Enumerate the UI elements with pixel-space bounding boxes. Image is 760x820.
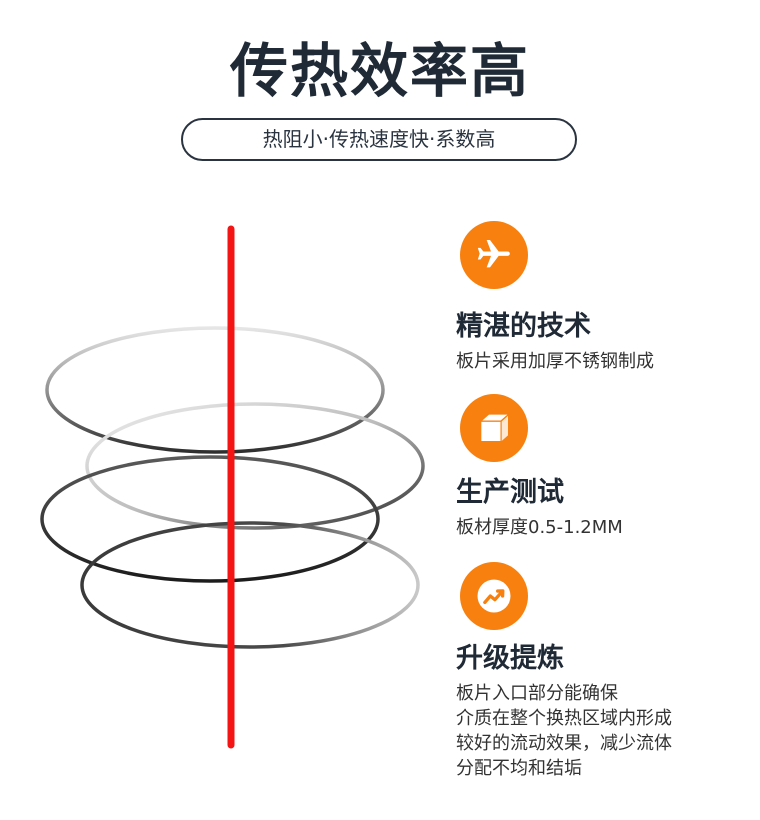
feature-desc-testing: 板材厚度0.5-1.2MM [456,517,623,538]
trend-chart-icon [460,562,528,630]
feature-title-testing: 生产测试 [456,477,564,508]
ring-4 [80,521,420,649]
page-title: 传热效率高 [229,37,530,105]
feature-title-technique: 精湛的技术 [456,311,591,342]
ring-1 [45,326,385,454]
cube-icon [460,394,528,462]
ring-2 [85,402,425,530]
feature-title-upgrade: 升级提炼 [456,643,564,674]
feature-desc-technique: 板片采用加厚不锈钢制成 [456,351,654,372]
subtitle-badge: 热阻小·传热速度快·系数高 [181,118,577,161]
airplane-icon [460,221,528,289]
feature-desc-upgrade: 板片入口部分能确保 介质在整个换热区域内形成 较好的流动效果，减少流体 分配不均… [456,683,672,779]
ring-3 [40,455,380,583]
